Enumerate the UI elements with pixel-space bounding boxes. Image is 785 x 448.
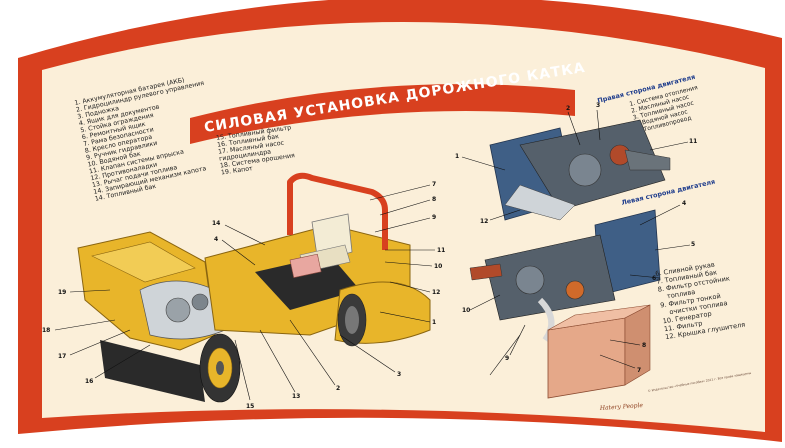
callout: 3 [596, 102, 600, 109]
callout: 11 [437, 247, 445, 254]
callout: 8 [432, 196, 436, 203]
callout: 16 [85, 378, 93, 385]
callout: 4 [682, 200, 686, 207]
engine-right-side-illustration: 1 2 3 11 12 [455, 102, 697, 225]
callout: 10 [434, 263, 442, 270]
callout: 4 [214, 236, 218, 243]
engine-left-side-illustration: 4 5 6 7 8 9 10 [462, 200, 695, 399]
callout: 12 [480, 218, 488, 225]
callout: 12 [432, 289, 440, 296]
callout: 19 [58, 289, 66, 296]
callout: 10 [462, 307, 470, 314]
callout: 8 [642, 342, 646, 349]
callout: 1 [432, 319, 436, 326]
callout: 14 [212, 220, 220, 227]
callout: 11 [689, 138, 697, 145]
callout: 2 [336, 385, 340, 392]
callout: 9 [505, 355, 509, 362]
callout: 15 [246, 403, 254, 410]
callout: 6 [652, 275, 656, 282]
callout: 7 [637, 367, 641, 374]
callout: 13 [292, 393, 300, 400]
callout: 5 [691, 241, 695, 248]
callout: 18 [42, 327, 50, 334]
callout: 3 [397, 371, 401, 378]
callout: 9 [432, 214, 436, 221]
footer-logo: Hatery People [599, 402, 644, 412]
callout: 17 [58, 353, 66, 360]
callout: 2 [566, 105, 570, 112]
callout: 7 [432, 181, 436, 188]
legend-mid-item: 19. Капот [221, 165, 254, 176]
callout: 1 [455, 153, 459, 160]
road-roller-illustration: 19 18 17 16 15 13 2 3 1 14 4 7 8 9 11 10… [42, 172, 445, 410]
